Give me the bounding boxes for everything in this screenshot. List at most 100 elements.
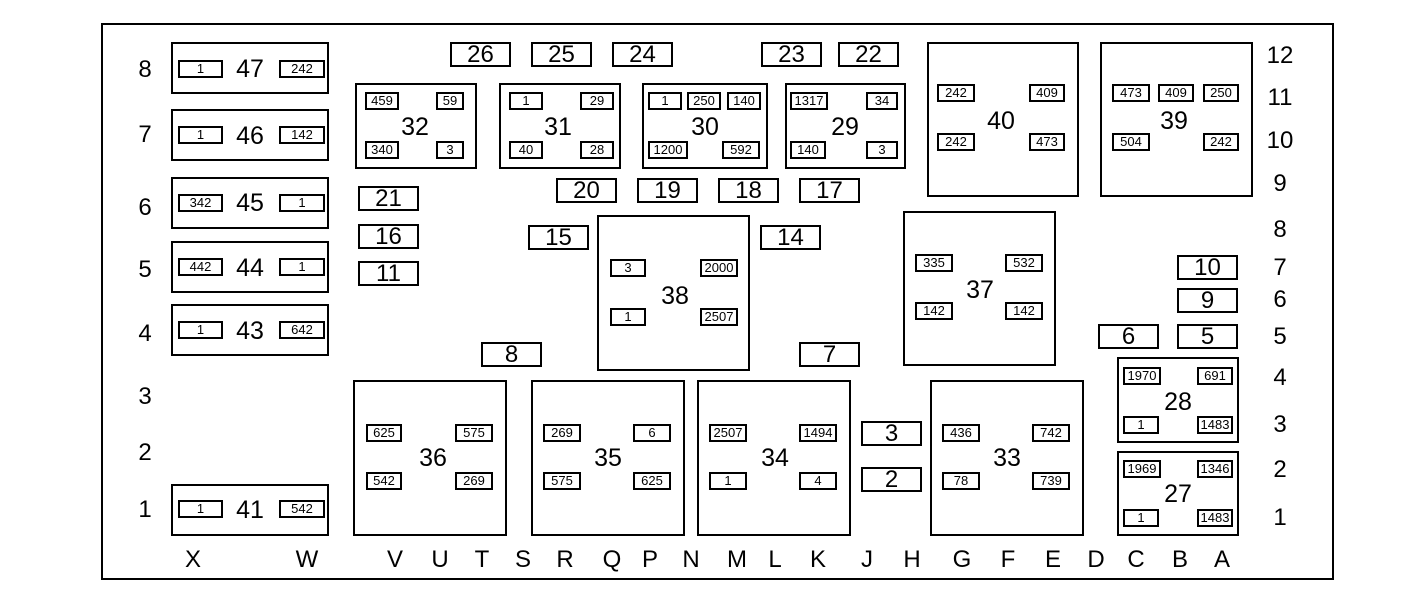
relay-pin-label: 739 xyxy=(1032,472,1070,490)
fuse: 6 xyxy=(1098,324,1159,349)
relay-pin-label: 335 xyxy=(915,254,953,272)
relay-pin-label: 2000 xyxy=(700,259,738,277)
relay-pin-label: 592 xyxy=(722,141,760,159)
relay-pin-label: 140 xyxy=(727,92,761,110)
relay-number: 35 xyxy=(594,444,622,472)
fuse: 23 xyxy=(761,42,822,67)
relay-pin-label: 1317 xyxy=(790,92,828,110)
row-label-left: 8 xyxy=(138,56,152,83)
relay-pin-label: 1 xyxy=(279,194,325,212)
row-label-right: 12 xyxy=(1266,42,1294,69)
fuse: 7 xyxy=(799,342,860,367)
relay-pin-label: 1 xyxy=(178,500,223,518)
column-label: E xyxy=(1044,546,1062,573)
relay-pin-label: 142 xyxy=(279,126,325,144)
column-label: D xyxy=(1087,546,1105,573)
relay xyxy=(353,380,507,536)
column-label: U xyxy=(431,546,449,573)
row-label-right: 7 xyxy=(1273,254,1287,281)
row-label-right: 5 xyxy=(1273,323,1287,350)
relay-pin-label: 409 xyxy=(1029,84,1065,102)
relay-pin-label: 1 xyxy=(709,472,747,490)
relay-pin-label: 4 xyxy=(799,472,837,490)
column-label: T xyxy=(474,546,490,573)
fuse: 16 xyxy=(358,224,419,249)
relay-pin-label: 442 xyxy=(178,258,223,276)
fuse: 8 xyxy=(481,342,542,367)
relay-pin-label: 504 xyxy=(1112,133,1150,151)
fuse: 14 xyxy=(760,225,821,250)
row-label-left: 4 xyxy=(138,320,152,347)
relay-pin-label: 242 xyxy=(279,60,325,78)
relay-pin-label: 575 xyxy=(455,424,493,442)
relay-pin-label: 140 xyxy=(790,141,826,159)
row-label-left: 6 xyxy=(138,194,152,221)
fuse: 26 xyxy=(450,42,511,67)
fuse: 22 xyxy=(838,42,899,67)
relay-pin-label: 242 xyxy=(937,133,975,151)
column-label: B xyxy=(1171,546,1189,573)
relay-pin-label: 542 xyxy=(279,500,325,518)
relay-number: 41 xyxy=(236,496,264,524)
relay-pin-label: 2507 xyxy=(700,308,738,326)
relay-pin-label: 742 xyxy=(1032,424,1070,442)
column-label: X xyxy=(184,546,202,573)
relay-number: 46 xyxy=(236,122,264,150)
relay xyxy=(697,380,851,536)
fuse: 10 xyxy=(1177,255,1238,280)
relay-pin-label: 1483 xyxy=(1197,509,1233,527)
relay-number: 36 xyxy=(419,444,447,472)
row-label-left: 1 xyxy=(138,496,152,523)
relay xyxy=(531,380,685,536)
column-label: C xyxy=(1127,546,1145,573)
fuse-block-outline xyxy=(101,23,1334,580)
column-label: W xyxy=(295,546,319,573)
relay-pin-label: 409 xyxy=(1158,84,1194,102)
fuse: 20 xyxy=(556,178,617,203)
column-label: Q xyxy=(602,546,622,573)
relay xyxy=(930,380,1084,536)
column-label: J xyxy=(861,546,873,573)
column-label: F xyxy=(1000,546,1016,573)
relay-number: 32 xyxy=(401,113,429,141)
relay-pin-label: 142 xyxy=(915,302,953,320)
relay-pin-label: 59 xyxy=(436,92,464,110)
column-label: S xyxy=(514,546,532,573)
column-label: N xyxy=(682,546,700,573)
relay-pin-label: 691 xyxy=(1197,367,1233,385)
relay-pin-label: 250 xyxy=(1203,84,1239,102)
column-label: P xyxy=(641,546,659,573)
relay-pin-label: 1 xyxy=(178,126,223,144)
fuse: 3 xyxy=(861,421,922,446)
relay-number: 44 xyxy=(236,254,264,282)
row-label-right: 10 xyxy=(1266,127,1294,154)
relay-number: 43 xyxy=(236,317,264,345)
relay-pin-label: 625 xyxy=(366,424,402,442)
fuse: 5 xyxy=(1177,324,1238,349)
relay-pin-label: 542 xyxy=(366,472,402,490)
row-label-right: 2 xyxy=(1273,456,1287,483)
row-label-left: 5 xyxy=(138,256,152,283)
relay-pin-label: 1483 xyxy=(1197,416,1233,434)
fuse: 24 xyxy=(612,42,673,67)
relay-pin-label: 1346 xyxy=(1197,460,1233,478)
relay-number: 27 xyxy=(1164,480,1192,508)
fuse: 17 xyxy=(799,178,860,203)
relay-number: 40 xyxy=(987,107,1015,135)
relay-pin-label: 142 xyxy=(1005,302,1043,320)
relay-pin-label: 1494 xyxy=(799,424,837,442)
fuse: 15 xyxy=(528,225,589,250)
relay-pin-label: 2507 xyxy=(709,424,747,442)
relay-pin-label: 459 xyxy=(365,92,399,110)
column-label: K xyxy=(809,546,827,573)
relay-pin-label: 78 xyxy=(942,472,980,490)
fuse: 18 xyxy=(718,178,779,203)
column-label: L xyxy=(768,546,782,573)
row-label-right: 3 xyxy=(1273,411,1287,438)
row-label-left: 7 xyxy=(138,121,152,148)
relay-pin-label: 1969 xyxy=(1123,460,1161,478)
relay-pin-label: 242 xyxy=(1203,133,1239,151)
relay xyxy=(927,42,1079,197)
fuse: 19 xyxy=(637,178,698,203)
